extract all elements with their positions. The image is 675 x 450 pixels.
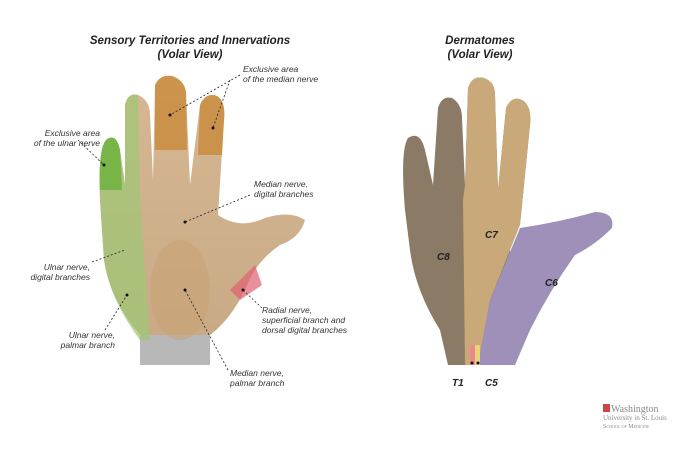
label-t1: T1: [452, 378, 464, 389]
label-median-digital: Median nerve, digital branches: [254, 179, 314, 199]
logo-line2: University in St. Louis: [603, 414, 667, 422]
label-line: digital branches: [254, 189, 314, 199]
label-line: Radial nerve,: [262, 305, 313, 315]
label-median-palmar: Median nerve, palmar branch: [230, 368, 284, 388]
left-hand: [77, 74, 305, 371]
right-title: Dermatomes (Volar View): [400, 34, 560, 62]
label-radial: Radial nerve, superficial branch and dor…: [262, 305, 347, 335]
c7-dermatome: [463, 77, 531, 365]
label-ulnar-exclusive: Exclusive area of the ulnar nerve: [20, 128, 100, 148]
right-subtitle-text: (Volar View): [447, 49, 513, 61]
left-title-text: Sensory Territories and Innervations: [89, 35, 291, 47]
label-line: of the median nerve: [243, 74, 319, 84]
label-line: superficial branch and: [262, 315, 346, 325]
label-line: of the ulnar nerve: [33, 138, 100, 148]
logo-name-text: Washington: [611, 404, 659, 415]
leader-lines: [77, 74, 263, 371]
t1-strip: [470, 345, 475, 365]
label-line: Ulnar nerve,: [68, 330, 115, 340]
logo-name: Washington: [603, 404, 667, 415]
label-line: Ulnar nerve,: [43, 262, 90, 272]
right-title-text: Dermatomes: [445, 35, 515, 47]
label-line: Exclusive area: [44, 128, 100, 138]
label-line: dorsal digital branches: [262, 325, 348, 335]
ulnar-exclusive-area: [99, 137, 122, 190]
label-ulnar-palmar: Ulnar nerve, palmar branch: [40, 330, 115, 350]
wustl-logo: Washington University in St. Louis Schoo…: [603, 404, 667, 432]
median-exclusive-middle: [155, 75, 187, 150]
label-c6: C6: [545, 278, 558, 289]
logo-line3: School of Medicine: [603, 424, 650, 430]
left-subtitle-text: (Volar View): [157, 49, 223, 61]
label-line: palmar branch: [230, 378, 285, 388]
median-exclusive-index: [198, 95, 225, 155]
c6-dermatome: [478, 212, 613, 365]
label-median-exclusive: Exclusive area of the median nerve: [243, 64, 318, 84]
label-line: Exclusive area: [243, 64, 299, 74]
c5-strip: [475, 345, 480, 365]
label-line: Median nerve,: [254, 179, 308, 189]
median-palmar-area: [150, 240, 210, 340]
left-title: Sensory Territories and Innervations (Vo…: [60, 34, 320, 62]
radial-territory: [230, 265, 262, 300]
label-c8: C8: [437, 252, 450, 263]
label-c5: C5: [485, 378, 498, 389]
right-hand: [403, 77, 613, 365]
label-c7: C7: [485, 230, 498, 241]
shield-icon: [603, 404, 610, 412]
label-line: digital branches: [30, 272, 90, 282]
label-line: palmar branch: [60, 340, 115, 350]
label-line: Median nerve,: [230, 368, 284, 378]
label-ulnar-digital: Ulnar nerve, digital branches: [20, 262, 90, 282]
